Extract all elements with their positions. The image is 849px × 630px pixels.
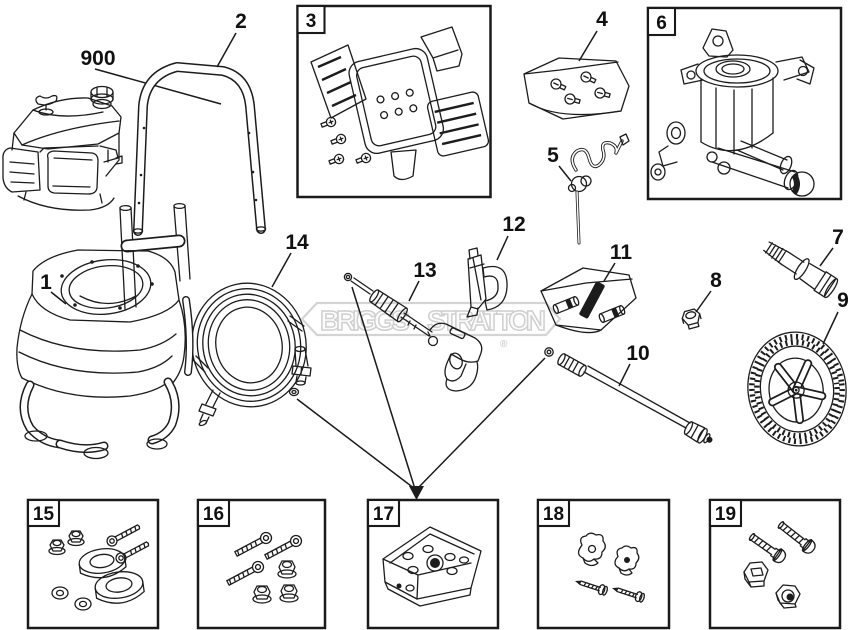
leader-line-hardware-bag [578, 30, 598, 62]
callout-wire: 5 [547, 144, 559, 167]
leader-line-lance-tube [618, 363, 631, 387]
callout-handle: 2 [235, 10, 247, 33]
bolt-kit-box [196, 498, 327, 630]
axle-nut-drawing [681, 308, 702, 330]
callout-pump-kit: 6 [656, 13, 667, 34]
engine-drawing [2, 85, 123, 211]
leader-line-wheel [822, 311, 839, 345]
hose-drawing [191, 282, 312, 427]
callout-panel-kit: 3 [306, 11, 317, 32]
callout-engine: 900 [80, 47, 115, 70]
leader-line-engine [94, 68, 222, 105]
spray-gun-drawing [343, 272, 483, 392]
kit17-leader-lines [296, 286, 546, 500]
leader-line-gun-holder [496, 235, 509, 261]
callout-nozzle-bag: 11 [610, 241, 633, 264]
leader-line-hose [271, 252, 292, 288]
nozzle-bag-drawing [540, 267, 637, 334]
callout-foot-kit: 15 [33, 504, 55, 525]
lance-tube-drawing [544, 347, 713, 444]
leader-line-wire [558, 165, 572, 182]
pump-kit-box [646, 6, 843, 201]
callout-handle-hardware-kit: 19 [715, 504, 736, 525]
foot-kit-box [26, 498, 160, 630]
wheel-drawing [747, 331, 847, 447]
wire-drawing [567, 133, 630, 245]
tray-kit-box [366, 498, 500, 630]
leader-line-axle-nut [695, 290, 712, 313]
callout-hardware-bag: 4 [596, 8, 608, 31]
panel-kit-box [296, 4, 492, 199]
callout-hose: 14 [285, 231, 309, 254]
knob-kit-box [536, 498, 671, 630]
leader-line-spray-gun [408, 280, 420, 302]
watermark-registered: ® [500, 339, 508, 350]
callout-frame: 1 [40, 271, 52, 294]
hardware-bag-drawing [523, 57, 630, 120]
callout-spray-gun: 13 [413, 259, 436, 282]
brand-watermark: BRIGGS STRATTON ® [300, 301, 562, 350]
handle-hardware-kit-box [708, 498, 842, 630]
callout-tray-kit: 17 [373, 504, 394, 525]
leader-line-axle-bolt [819, 247, 834, 267]
gun-holder-drawing [466, 247, 508, 318]
callout-gun-holder: 12 [502, 213, 525, 236]
arrowhead-icon [409, 486, 424, 500]
leader-line-nozzle-bag [603, 262, 616, 282]
leader-line-handle [216, 32, 237, 68]
callout-wheel: 9 [837, 289, 849, 312]
handle-drawing [132, 62, 267, 236]
callout-bolt-kit: 16 [203, 504, 224, 525]
leader-line-frame [50, 291, 67, 305]
axle-bolt-drawing [763, 241, 839, 299]
callout-lance-tube: 10 [626, 342, 649, 365]
frame-drawing [16, 202, 194, 460]
callout-axle-nut: 8 [710, 269, 722, 292]
callout-axle-bolt: 7 [832, 226, 844, 249]
callout-knob-kit: 18 [543, 504, 564, 525]
